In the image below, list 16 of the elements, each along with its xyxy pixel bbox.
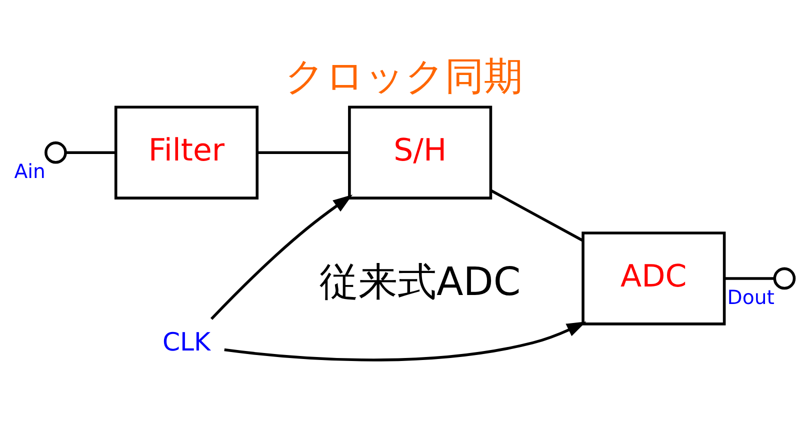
arrow (210, 194, 353, 320)
node-label: Ain (14, 160, 46, 183)
connector (490, 188, 584, 242)
connector (724, 276, 774, 280)
node-circle (773, 266, 796, 290)
node-box: Filter (114, 105, 259, 199)
connector (66, 150, 116, 154)
node-box: ADC (582, 231, 726, 325)
node-circle (44, 140, 67, 164)
node-box: S/H (348, 105, 492, 199)
node-label: Dout (727, 285, 774, 308)
node-text: CLK (162, 326, 211, 356)
arrow (224, 320, 586, 361)
caption: 従来式ADC (319, 260, 521, 305)
connector (257, 150, 350, 154)
diagram-title: クロック同期 (285, 54, 523, 100)
